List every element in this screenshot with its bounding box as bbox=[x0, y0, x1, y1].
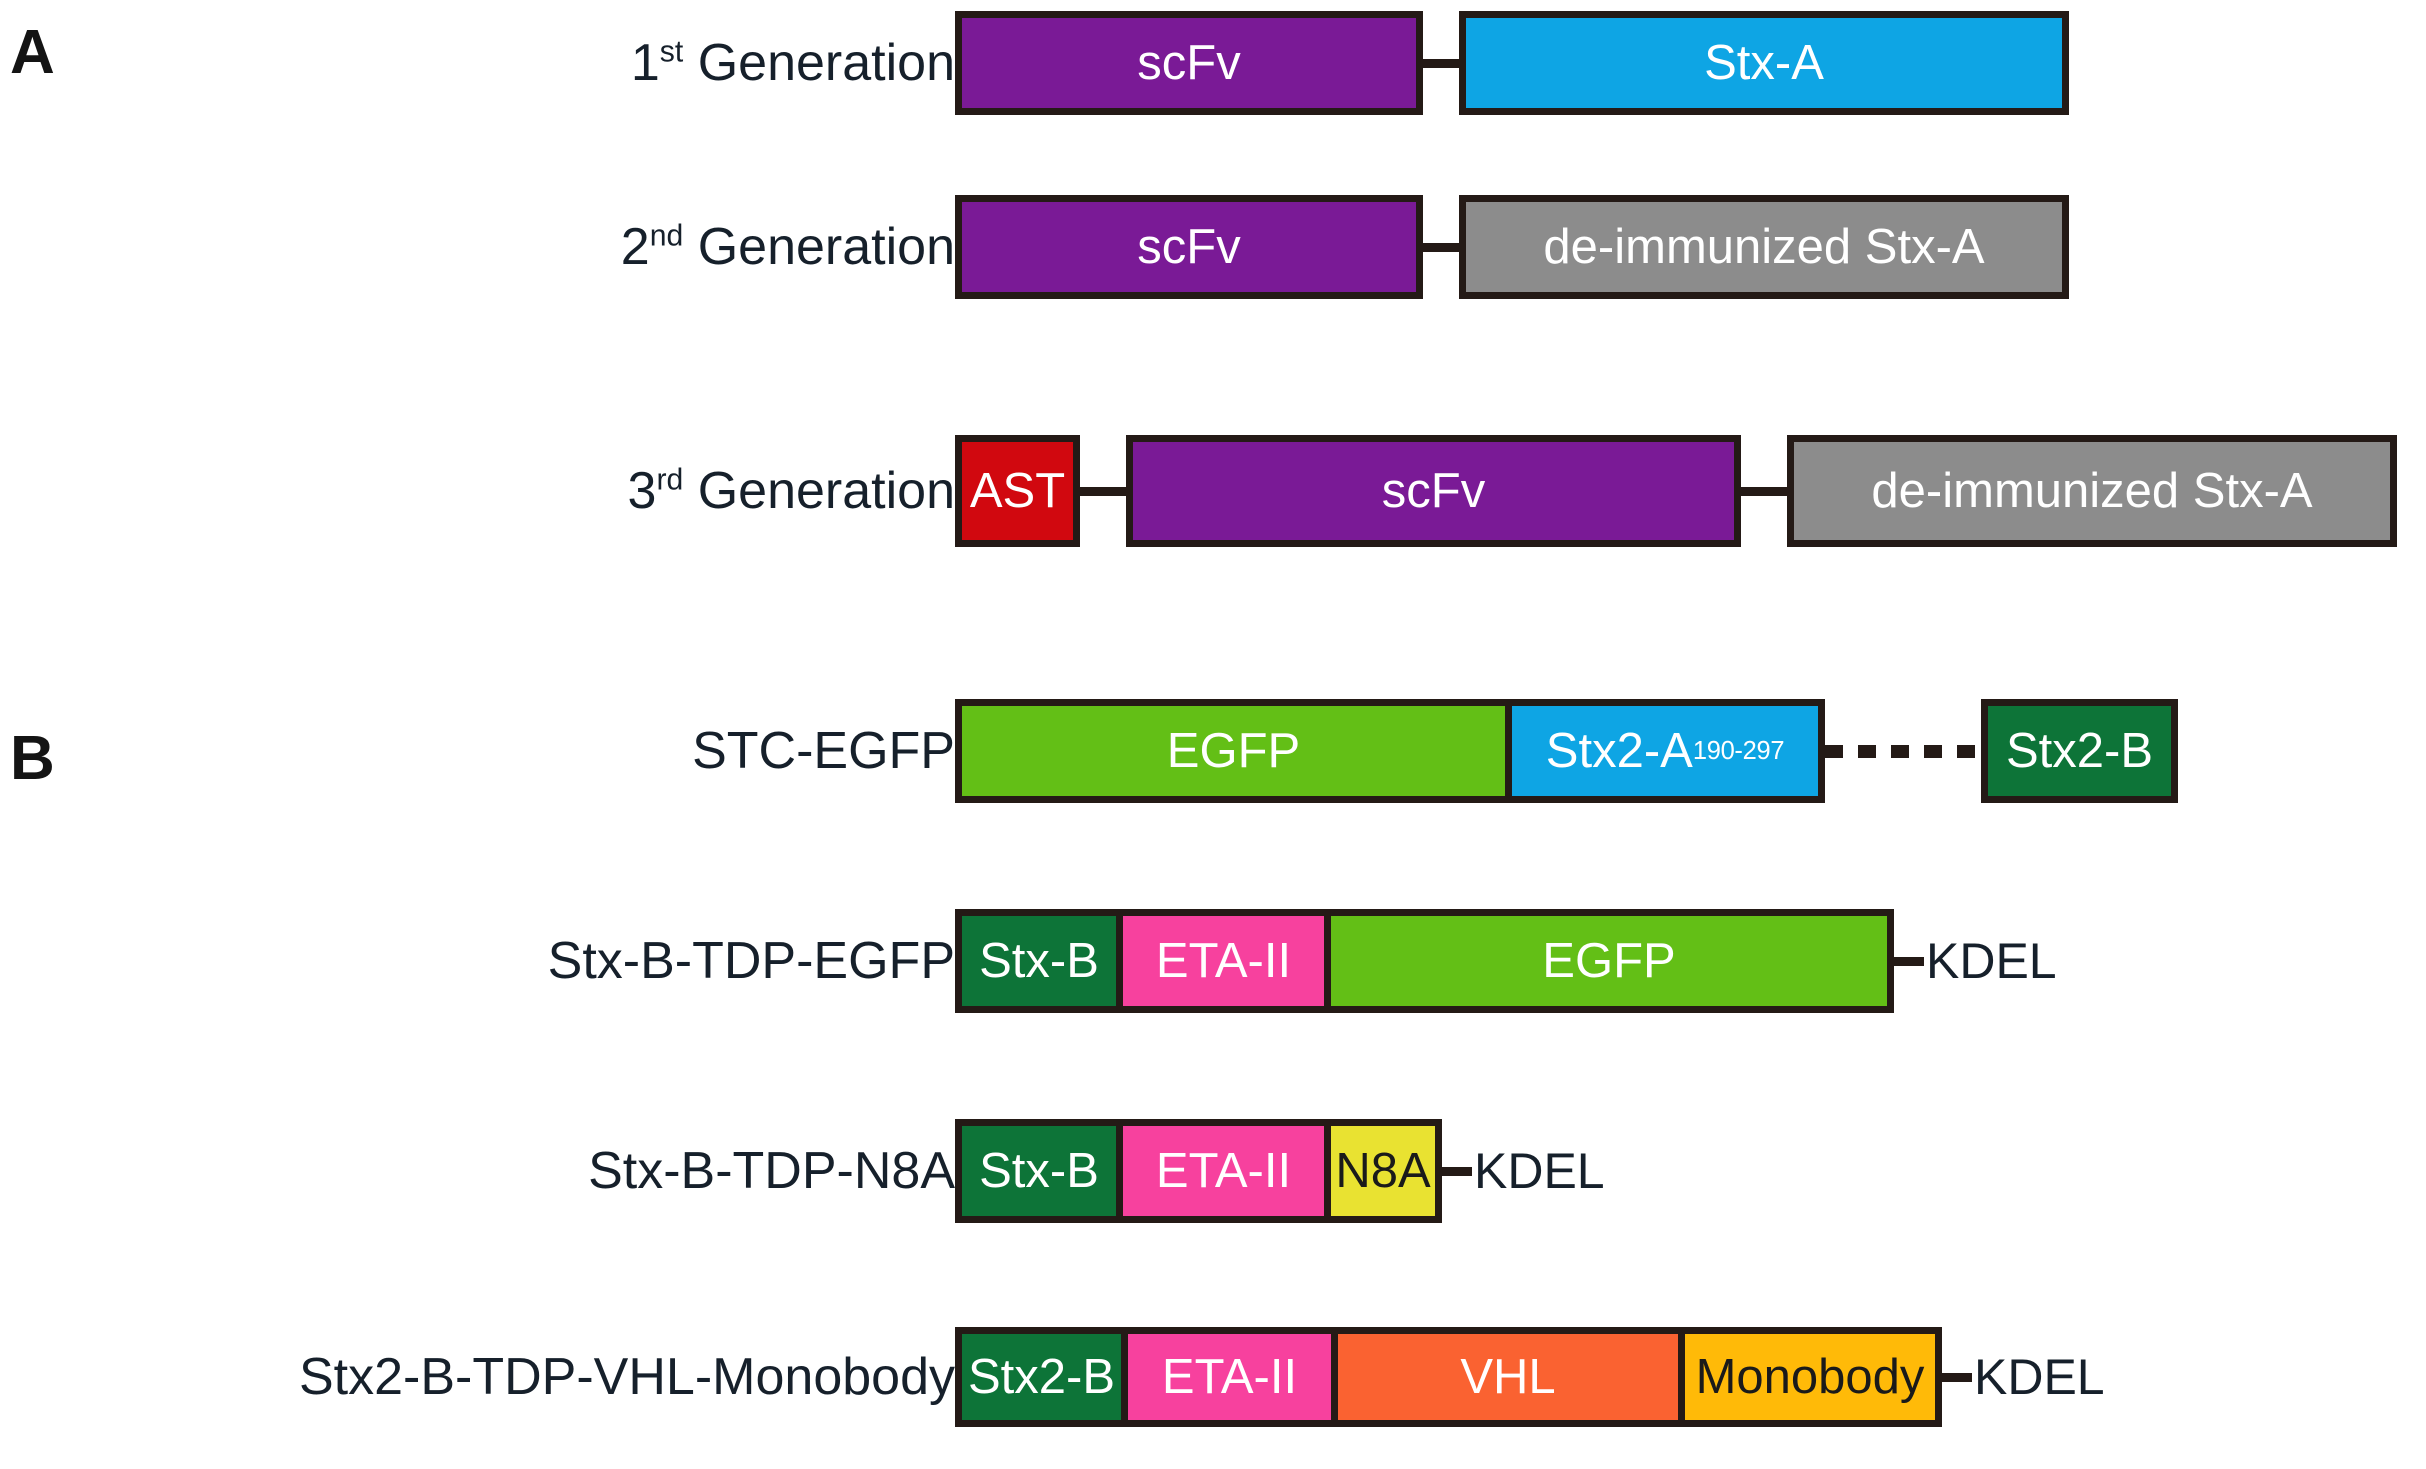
kdel-linker-line bbox=[1442, 1166, 1472, 1176]
kdel-label: KDEL bbox=[1474, 1143, 1605, 1199]
row-label-ordinal-suffix: rd bbox=[656, 463, 684, 497]
linker-line bbox=[1423, 242, 1459, 252]
construct-track: scFv de-immunized Stx-A bbox=[955, 188, 2069, 306]
row-label-number: 2 bbox=[620, 218, 650, 276]
domain-block-n8a: N8A bbox=[1326, 1119, 1442, 1223]
row-label: 1st Generation bbox=[0, 37, 955, 89]
construct-row-2nd-generation: 2nd Generation scFv de-immunized Stx-A bbox=[0, 188, 2426, 306]
domain-block-ast: AST bbox=[955, 435, 1080, 547]
panel-letter-b: B bbox=[10, 724, 56, 793]
row-label-word: Generation bbox=[683, 462, 955, 520]
linker-line bbox=[1423, 58, 1459, 68]
construct-track: scFv Stx-A bbox=[955, 4, 2069, 122]
domain-block-eta-ii: ETA-II bbox=[1118, 909, 1331, 1013]
row-label: Stx2-B-TDP-VHL-Monobody bbox=[299, 1348, 955, 1406]
row-label-word: Generation bbox=[683, 34, 955, 92]
domain-block-scfv: scFv bbox=[1126, 435, 1741, 547]
construct-track: AST scFv de-immunized Stx-A bbox=[955, 432, 2397, 550]
linker-line bbox=[1741, 486, 1787, 496]
construct-row-1st-generation: 1st Generation scFv Stx-A bbox=[0, 4, 2426, 122]
domain-block-stx2-a-name: Stx2-A bbox=[1545, 723, 1693, 778]
domain-block-stx-b: Stx-B bbox=[955, 909, 1123, 1013]
domain-block-deimmunized-stx-a: de-immunized Stx-A bbox=[1459, 195, 2069, 299]
fusion-block-group: Stx2-B ETA-II VHL Monobody bbox=[955, 1327, 1942, 1427]
domain-block-vhl: VHL bbox=[1333, 1327, 1685, 1427]
fusion-block-group: Stx-B ETA-II N8A bbox=[955, 1119, 1442, 1223]
construct-track: Stx2-B ETA-II VHL Monobody KDEL bbox=[955, 1318, 2105, 1436]
domain-block-eta-ii: ETA-II bbox=[1123, 1327, 1338, 1427]
row-label-number: 1 bbox=[630, 34, 660, 92]
construct-track: Stx-B ETA-II N8A KDEL bbox=[955, 1112, 1605, 1230]
construct-row-stx2-b-tdp-vhl-monobody: Stx2-B-TDP-VHL-Monobody Stx2-B ETA-II VH… bbox=[0, 1318, 2426, 1436]
kdel-label: KDEL bbox=[1926, 933, 2057, 989]
kdel-linker-line bbox=[1894, 956, 1924, 966]
domain-block-stx-a: Stx-A bbox=[1459, 11, 2069, 115]
domain-block-egfp: EGFP bbox=[955, 699, 1512, 803]
row-label: 3rd Generation bbox=[0, 465, 955, 517]
construct-row-stx-b-tdp-n8a: Stx-B-TDP-N8A Stx-B ETA-II N8A KDEL bbox=[0, 1112, 2426, 1230]
panel-letter-a: A bbox=[10, 18, 56, 87]
kdel-tail: KDEL bbox=[1442, 1146, 1605, 1196]
row-label: Stx-B-TDP-N8A bbox=[588, 1142, 955, 1200]
linker-line bbox=[1080, 486, 1126, 496]
row-label: 2nd Generation bbox=[0, 221, 955, 273]
domain-block-egfp: EGFP bbox=[1326, 909, 1894, 1013]
kdel-linker-line bbox=[1942, 1372, 1972, 1382]
construct-track: Stx-B ETA-II EGFP KDEL bbox=[955, 902, 2057, 1020]
domain-block-eta-ii: ETA-II bbox=[1118, 1119, 1331, 1223]
domain-block-monobody: Monobody bbox=[1680, 1327, 1942, 1427]
row-label-ordinal-suffix: nd bbox=[649, 219, 684, 253]
row-label-ordinal-suffix: st bbox=[659, 35, 684, 69]
dotted-linker-line bbox=[1825, 744, 1981, 758]
domain-block-stx-b: Stx-B bbox=[955, 1119, 1123, 1223]
domain-block-scfv: scFv bbox=[955, 11, 1423, 115]
row-label-number: 3 bbox=[627, 462, 657, 520]
domain-block-scfv: scFv bbox=[955, 195, 1423, 299]
domain-block-deimmunized-stx-a: de-immunized Stx-A bbox=[1787, 435, 2397, 547]
domain-block-stx2-b: Stx2-B bbox=[1981, 699, 2178, 803]
row-label-word: Generation bbox=[683, 218, 955, 276]
row-label: STC-EGFP bbox=[692, 722, 955, 780]
domain-block-stx2-b: Stx2-B bbox=[955, 1327, 1128, 1427]
fusion-block-group: Stx-B ETA-II EGFP bbox=[955, 909, 1894, 1013]
construct-row-3rd-generation: 3rd Generation AST scFv de-immunized Stx… bbox=[0, 432, 2426, 550]
row-label: Stx-B-TDP-EGFP bbox=[547, 932, 955, 990]
kdel-tail: KDEL bbox=[1942, 1352, 2105, 1402]
kdel-tail: KDEL bbox=[1894, 936, 2057, 986]
construct-row-stx-b-tdp-egfp: Stx-B-TDP-EGFP Stx-B ETA-II EGFP KDEL bbox=[0, 902, 2426, 1020]
kdel-label: KDEL bbox=[1974, 1349, 2105, 1405]
